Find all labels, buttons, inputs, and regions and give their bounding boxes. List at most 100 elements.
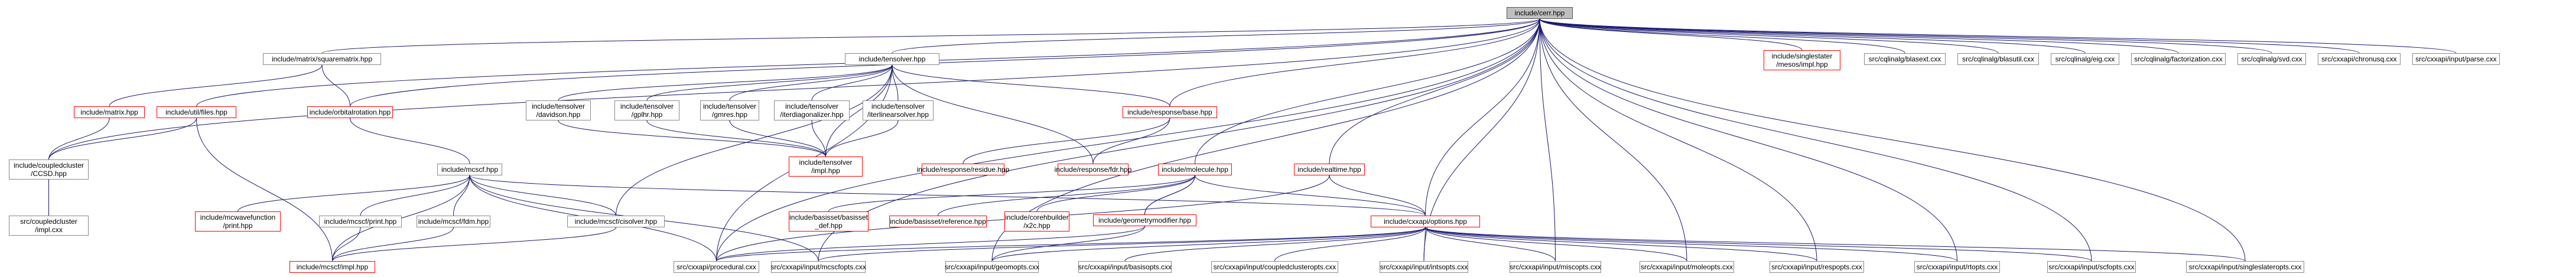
- graph-edge: [889, 60, 1094, 164]
- graph-node-n33[interactable]: include/basisset/reference.hpp: [889, 216, 987, 227]
- graph-edge: [1142, 175, 1195, 220]
- graph-node-label: include/mcscf.hpp: [441, 165, 499, 174]
- graph-node-label: src/cxxapi/input/miscopts.cxx: [1510, 263, 1601, 271]
- graph-node-label: /iterlinearsolver.hpp: [867, 110, 929, 119]
- graph-node-label: include/response/residue.hpp: [916, 165, 1010, 174]
- graph-edge: [1195, 14, 1543, 164]
- graph-node-n37[interactable]: include/mcscf/impl.hpp: [290, 261, 375, 273]
- graph-node-n10[interactable]: src/cxxapi/input/parse.cxx: [2412, 53, 2500, 65]
- graph-node-n48[interactable]: src/cxxapi/input/scfopts.cxx: [2047, 261, 2136, 273]
- graph-node-n34[interactable]: include/corehbuilder/x2c.hpp: [1004, 211, 1069, 232]
- graph-node-n45[interactable]: src/cxxapi/input/moleopts.cxx: [1640, 261, 1734, 273]
- graph-node-n26[interactable]: include/realtime.hpp: [1294, 164, 1365, 175]
- graph-edge: [1329, 14, 1543, 164]
- graph-edge: [194, 113, 333, 262]
- graph-node-n32[interactable]: include/basisset/basisset_def.hpp: [789, 211, 869, 232]
- graph-node-label: include/singlestater: [1771, 52, 1833, 60]
- graph-node-n2[interactable]: include/tensolver.hpp: [845, 53, 939, 65]
- graph-node-n13[interactable]: include/orbitalrotation.hpp: [307, 106, 393, 118]
- graph-node-label: /x2c.hpp: [1023, 221, 1050, 230]
- graph-node-n40[interactable]: src/cxxapi/input/geomopts.cxx: [945, 261, 1039, 273]
- graph-edge: [809, 115, 826, 157]
- graph-node-n31[interactable]: include/mcscf/cisolver.hpp: [567, 216, 665, 227]
- graph-node-n38[interactable]: src/cxxapi/procedural.cxx: [674, 261, 759, 273]
- graph-edge: [716, 14, 1543, 262]
- graph-node-label: include/tensolver: [620, 102, 674, 110]
- graph-node-label: src/cqlinalg/svd.cxx: [2241, 55, 2302, 63]
- graph-node-label: /print.hpp: [223, 221, 253, 230]
- graph-edge: [555, 115, 826, 157]
- graph-edge: [938, 170, 1198, 216]
- graph-node-n6[interactable]: src/cqlinalg/eig.cxx: [2051, 53, 2119, 65]
- graph-node-n41[interactable]: src/cxxapi/input/basisopts.cxx: [1078, 261, 1172, 273]
- graph-node-n7[interactable]: src/cqlinalg/factorization.cxx: [2131, 53, 2226, 65]
- graph-node-n42[interactable]: src/cxxapi/input/coupledclusteropts.cxx: [1211, 261, 1338, 273]
- graph-node-n35[interactable]: include/geometrymodifier.hpp: [1093, 214, 1196, 226]
- graph-node-n23[interactable]: include/response/residue.hpp: [917, 164, 1009, 175]
- graph-node-n47[interactable]: src/cxxapi/input/rtopts.cxx: [1914, 261, 2000, 273]
- graph-edge: [716, 221, 1147, 262]
- graph-edge: [1537, 14, 2360, 54]
- graph-node-n44[interactable]: src/cxxapi/input/miscopts.cxx: [1510, 261, 1601, 273]
- graph-node-label: /davidson.hpp: [536, 110, 581, 119]
- graph-node-n4[interactable]: src/cqlinalg/blasext.cxx: [1864, 53, 1946, 65]
- graph-node-label: include/response/fdr.hpp: [1054, 165, 1132, 174]
- graph-node-n16[interactable]: include/tensolver/gmres.hpp: [700, 100, 759, 120]
- graph-node-n12[interactable]: include/util/files.hpp: [157, 106, 236, 118]
- graph-node-root[interactable]: include/cerr.hpp: [1507, 7, 1573, 19]
- graph-edge: [467, 170, 616, 216]
- graph-node-label: include/cerr.hpp: [1514, 9, 1565, 17]
- graph-node-label: src/cxxapi/input/singleslateropts.cxx: [2188, 263, 2302, 271]
- graph-edge: [1537, 14, 1999, 54]
- graph-node-n5[interactable]: src/cqlinalg/blasutil.cxx: [1957, 53, 2039, 65]
- graph-edge: [1537, 14, 1817, 262]
- graph-node-n24[interactable]: include/response/fdr.hpp: [1055, 164, 1131, 175]
- graph-edge: [1537, 14, 1803, 51]
- graph-node-label: include/tensolver: [702, 102, 757, 110]
- graph-node-n8[interactable]: src/cqlinalg/svd.cxx: [2237, 53, 2306, 65]
- graph-edge: [646, 60, 895, 101]
- graph-node-n46[interactable]: src/cxxapi/input/respopts.cxx: [1770, 261, 1864, 273]
- graph-node-n27[interactable]: src/coupledcluster/impl.cxx: [9, 216, 89, 236]
- graph-node-label: include/util/files.hpp: [165, 108, 227, 116]
- graph-edge: [48, 113, 112, 160]
- graph-edge: [319, 60, 350, 107]
- graph-node-n49[interactable]: src/cxxapi/input/singleslateropts.cxx: [2186, 261, 2304, 273]
- graph-node-n36[interactable]: include/cxxapi/options.hpp: [1371, 216, 1480, 227]
- graph-node-label: include/tensolver: [871, 102, 925, 110]
- graph-edge: [889, 60, 899, 101]
- graph-node-label: src/cqlinalg/eig.cxx: [2055, 55, 2115, 63]
- graph-node-label: include/corehbuilder: [1005, 213, 1069, 221]
- graph-node-n30[interactable]: include/mcscf/fdm.hpp: [417, 216, 490, 227]
- graph-edge: [1423, 222, 1957, 262]
- graph-node-n29[interactable]: include/mcscf/print.hpp: [319, 216, 402, 227]
- graph-edge: [332, 222, 456, 262]
- graph-node-label: /CCSD.hpp: [31, 170, 67, 178]
- graph-edge: [825, 60, 895, 157]
- graph-node-n3[interactable]: include/singlestater/mesos/impl.hpp: [1764, 50, 1840, 70]
- graph-edge: [1169, 14, 1543, 107]
- graph-edge: [1092, 113, 1173, 164]
- graph-edge: [332, 222, 619, 262]
- graph-edge: [1537, 14, 2272, 54]
- graph-node-n15[interactable]: include/tensolver/gplhr.hpp: [614, 100, 679, 120]
- graph-node-n39[interactable]: src/cxxapi/input/mcscfopts.cxx: [770, 261, 866, 273]
- graph-node-n14[interactable]: include/tensolver/davidson.hpp: [526, 100, 591, 120]
- graph-node-n17[interactable]: include/tensolver/iterdiagonalizer.hpp: [774, 100, 850, 120]
- graph-node-n11[interactable]: include/matrix.hpp: [74, 106, 145, 118]
- graph-edge: [1537, 14, 2086, 54]
- graph-edge: [48, 14, 1543, 160]
- graph-node-n21[interactable]: include/mcscf.hpp: [437, 164, 502, 175]
- graph-node-n19[interactable]: include/response/base.hpp: [1123, 106, 1217, 118]
- graph-node-n9[interactable]: src/cxxapi/chronusq.cxx: [2318, 53, 2401, 65]
- graph-node-label: include/response/base.hpp: [1127, 108, 1212, 116]
- graph-node-n20[interactable]: include/coupledcluster/CCSD.hpp: [9, 159, 89, 180]
- graph-node-n25[interactable]: include/molecule.hpp: [1158, 164, 1232, 175]
- graph-node-n22[interactable]: include/tensolver/impl.hpp: [789, 157, 863, 177]
- graph-edge: [1537, 14, 1905, 54]
- graph-node-n28[interactable]: include/mcwavefunction/print.hpp: [195, 211, 281, 232]
- graph-node-n18[interactable]: include/tensolver/iterlinearsolver.hpp: [863, 100, 934, 120]
- graph-node-n1[interactable]: include/matrix/squarematrix.hpp: [263, 53, 381, 65]
- graph-node-n43[interactable]: src/cxxapi/input/intsopts.cxx: [1380, 261, 1468, 273]
- graph-node-label: _def.hpp: [815, 221, 843, 230]
